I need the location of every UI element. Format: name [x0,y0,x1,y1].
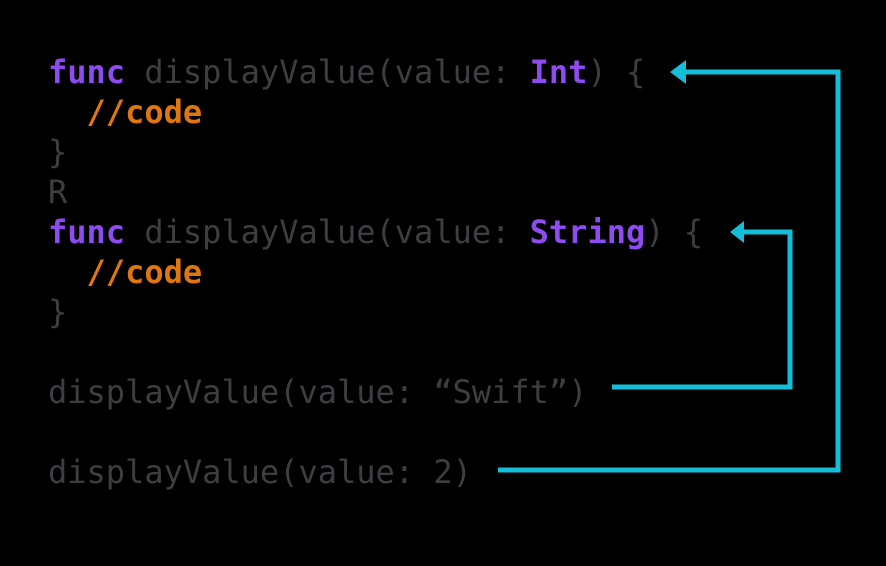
code-token: func [48,213,126,251]
code-token: ) { [587,53,646,91]
code-token: } [48,133,68,171]
code-token: displayValue(value: “Swift”) [48,373,588,411]
code-token: ) { [645,213,704,251]
code-token: Int [529,53,588,91]
code-token: //code [86,253,203,291]
code-token [48,93,87,131]
code-token: String [529,213,646,251]
arrow-call-string-arrowhead-icon [730,221,744,243]
code-token: } [48,293,68,331]
code-line-6: //code [48,252,703,292]
code-token [48,253,87,291]
code-token: func [48,53,126,91]
code-line-8 [48,332,703,372]
code-token: displayValue(value: 2) [48,453,472,491]
code-line-11: displayValue(value: 2) [48,452,703,492]
code-token: R [48,173,68,211]
code-line-5: func displayValue(value: String) { [48,212,703,252]
code-token: displayValue(value: [125,213,530,251]
code-line-7: } [48,292,703,332]
code-line-10 [48,412,703,452]
code-line-1: func displayValue(value: Int) { [48,52,703,92]
code-line-9: displayValue(value: “Swift”) [48,372,703,412]
code-token: //code [86,93,203,131]
code-line-2: //code [48,92,703,132]
code-token: displayValue(value: [125,53,530,91]
code-line-4: R [48,172,703,212]
code-line-3: } [48,132,703,172]
code-block: func displayValue(value: Int) { //code}R… [48,52,703,492]
